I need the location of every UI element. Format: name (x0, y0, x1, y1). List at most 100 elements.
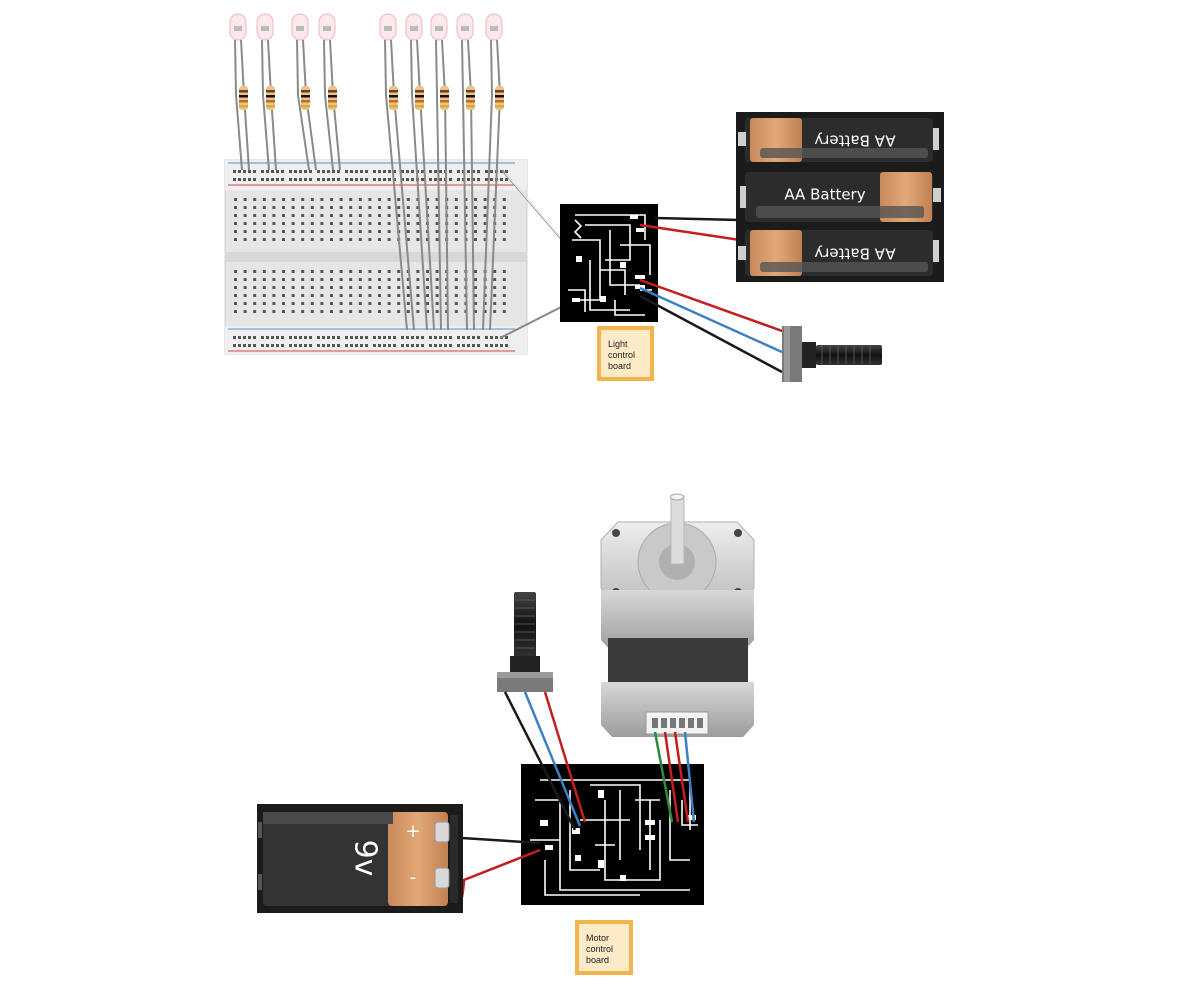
aa-battery-pack: AA Battery AA Battery AA Battery (639, 112, 944, 282)
breadboard-hole (411, 344, 414, 347)
breadboard-hole (243, 344, 246, 347)
breadboard-hole (271, 344, 274, 347)
breadboard-hole (474, 294, 477, 297)
breadboard-hole (416, 214, 420, 217)
breadboard-hole (454, 198, 458, 201)
breadboard-hole (387, 214, 391, 217)
breadboard-hole (393, 344, 396, 347)
breadboard-hole (289, 344, 292, 347)
breadboard-hole (426, 310, 429, 313)
breadboard-hole (294, 336, 297, 339)
breadboard-hole (339, 270, 343, 273)
aa-label-1: AA Battery (814, 132, 895, 150)
breadboard-hole (406, 238, 410, 241)
breadboard-hole (301, 286, 305, 289)
breadboard-hole (282, 302, 285, 305)
breadboard-hole (234, 230, 237, 233)
breadboard-hole (349, 206, 353, 209)
breadboard-hole (272, 302, 276, 305)
breadboard-hole (282, 270, 285, 273)
breadboard-hole (272, 222, 276, 225)
breadboard-hole (349, 294, 353, 297)
breadboard-hole (238, 344, 241, 347)
breadboard-hole (272, 206, 276, 209)
motor-board-label-line-3: board (586, 955, 610, 965)
breadboard-hole (282, 238, 285, 241)
breadboard-hole (373, 170, 376, 173)
breadboard-hole (234, 302, 237, 305)
breadboard-hole (304, 170, 307, 173)
breadboard-hole (355, 178, 358, 181)
breadboard-hole (358, 222, 362, 225)
breadboard-hole (397, 222, 401, 225)
breadboard-hole (282, 214, 285, 217)
light-board-label: Light control board (597, 326, 654, 381)
breadboard-hole (388, 170, 391, 173)
breadboard-hole (310, 238, 314, 241)
breadboard-hole (444, 336, 447, 339)
breadboard-hole (477, 344, 480, 347)
breadboard-hole (301, 222, 305, 225)
breadboard-hole (339, 286, 343, 289)
breadboard-hole (355, 336, 358, 339)
led-with-resistor (291, 13, 317, 171)
breadboard-hole (282, 278, 285, 281)
breadboard-hole (474, 206, 477, 209)
breadboard-hole (387, 238, 391, 241)
breadboard-hole (310, 302, 314, 305)
breadboard-hole (301, 270, 305, 273)
breadboard-hole (248, 344, 251, 347)
breadboard-hole (281, 170, 284, 173)
breadboard-hole (358, 270, 362, 273)
breadboard-hole (397, 294, 401, 297)
breadboard-hole (253, 230, 257, 233)
breadboard-hole (368, 198, 372, 201)
breadboard-hole (310, 222, 314, 225)
breadboard-hole (299, 344, 302, 347)
breadboard-hole (233, 178, 236, 181)
breadboard-hole (435, 270, 439, 273)
breadboard-hole (234, 198, 237, 201)
breadboard-hole (243, 198, 247, 201)
breadboard-hole (435, 230, 439, 233)
breadboard-hole (330, 294, 333, 297)
breadboard-hole (320, 270, 324, 273)
breadboard-hole (261, 178, 264, 181)
breadboard-hole (330, 278, 333, 281)
breadboard-hole (387, 270, 391, 273)
breadboard-hole (294, 344, 297, 347)
breadboard-hole (490, 336, 493, 339)
breadboard-hole (406, 310, 410, 313)
breadboard-hole (445, 310, 449, 313)
breadboard-hole (406, 198, 410, 201)
breadboard-hole (234, 214, 237, 217)
breadboard-hole (272, 230, 276, 233)
breadboard-hole (368, 286, 372, 289)
breadboard-hole (454, 302, 458, 305)
breadboard-hole (304, 178, 307, 181)
breadboard-hole (320, 206, 324, 209)
breadboard-hole (238, 178, 241, 181)
breadboard-hole (434, 170, 437, 173)
breadboard-hole (349, 230, 353, 233)
breadboard-hole (467, 344, 470, 347)
breadboard-hole (502, 286, 506, 289)
breadboard-hole (345, 344, 348, 347)
breadboard-hole (272, 278, 276, 281)
breadboard-hole (500, 170, 503, 173)
breadboard-hole (330, 302, 333, 305)
breadboard-hole (294, 178, 297, 181)
breadboard-hole (439, 178, 442, 181)
breadboard-hole (317, 336, 320, 339)
breadboard-hole (505, 344, 508, 347)
breadboard-hole (483, 222, 487, 225)
breadboard-hole (320, 238, 324, 241)
breadboard-hole (435, 286, 439, 289)
breadboard-hole (493, 286, 497, 289)
breadboard-hole (435, 302, 439, 305)
breadboard-hole (397, 278, 401, 281)
breadboard-hole (291, 278, 295, 281)
breadboard-hole (502, 230, 506, 233)
breadboard-hole (234, 278, 237, 281)
breadboard-hole (474, 270, 477, 273)
